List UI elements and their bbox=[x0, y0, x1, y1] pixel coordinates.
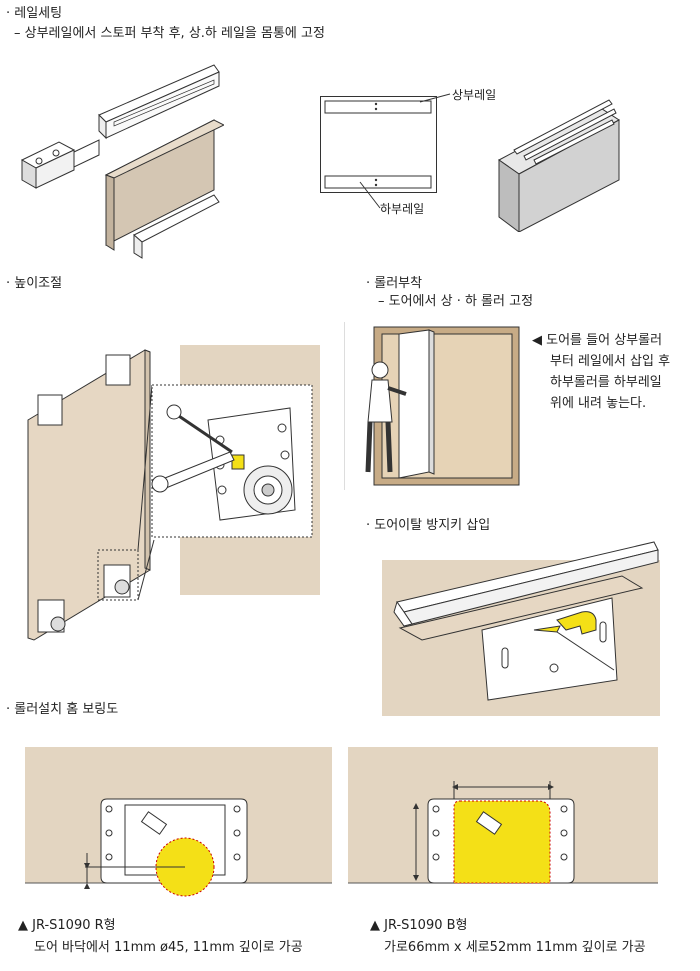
anti-derail-illustration bbox=[382, 540, 660, 716]
model-r-type-desc: 도어 바닥에서 11mm ø45, 11mm 깊이로 가공 bbox=[34, 940, 303, 955]
rail-section-diagram bbox=[320, 96, 440, 194]
rail-leader-lines bbox=[359, 93, 451, 209]
label-lower-rail: 하부레일 bbox=[380, 202, 425, 216]
boring-diagram-b-type bbox=[348, 747, 658, 899]
roller-attach-step: – 도어에서 상 · 하 롤러 고정 bbox=[378, 294, 534, 309]
anti-derail-title: · 도어이탈 방지키 삽입 bbox=[366, 518, 491, 533]
roller-attach-note-line: ◀ 도어를 들어 상부롤러 bbox=[532, 333, 663, 348]
roller-attach-note-line: 부터 레일에서 삽입 후 bbox=[550, 354, 671, 369]
model-b-type-label: ▲ JR-S1090 B형 bbox=[370, 918, 468, 933]
roller-attach-note-line: 하부롤러를 하부레일 bbox=[550, 375, 662, 390]
rail-mounted-illustration bbox=[494, 82, 624, 232]
roller-attach-note-line: 위에 내려 놓는다. bbox=[550, 396, 647, 411]
roller-attach-title: · 롤러부착 bbox=[366, 276, 423, 291]
rail-setting-step: – 상부레일에서 스토퍼 부착 후, 상.하 레일을 몸통에 고정 bbox=[14, 26, 325, 41]
roller-attach-illustration bbox=[344, 322, 524, 490]
roller-boring-title: · 롤러설치 홈 보링도 bbox=[6, 702, 119, 717]
rail-stopper-illustration bbox=[14, 60, 224, 260]
model-r-type-label: ▲ JR-S1090 R형 bbox=[18, 918, 116, 933]
label-upper-rail: 상부레일 bbox=[452, 88, 497, 102]
boring-diagram-r-type bbox=[25, 747, 332, 899]
roller-attach-note: ◀ 도어를 들어 상부롤러 부터 레일에서 삽입 후 하부롤러를 하부레일 위에… bbox=[532, 330, 697, 414]
height-adjust-title: · 높이조절 bbox=[6, 276, 63, 291]
height-adjust-illustration bbox=[20, 340, 320, 650]
model-b-type-desc: 가로66mm x 세로52mm 11mm 깊이로 가공 bbox=[384, 940, 646, 955]
rail-setting-title: · 레일세팅 bbox=[6, 6, 63, 21]
